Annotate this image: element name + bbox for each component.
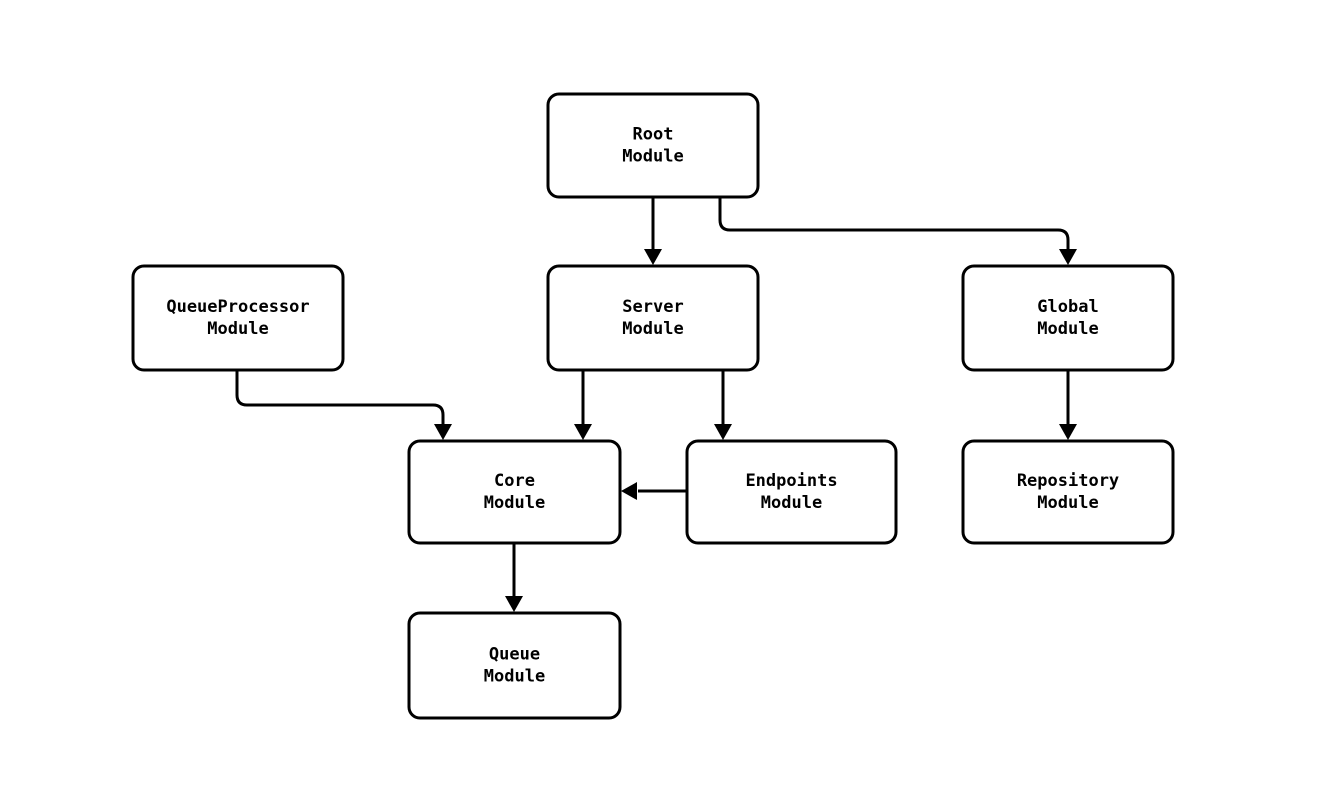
node-label-line1: Global	[1037, 297, 1098, 317]
node-box[interactable]	[407, 611, 622, 720]
node-label-line1: Repository	[1017, 471, 1119, 491]
node-label-line1: Core	[494, 471, 535, 491]
node-label-line2: Module	[622, 319, 683, 339]
node-box[interactable]	[961, 439, 1175, 545]
arrowhead-icon	[1059, 424, 1077, 440]
node-box[interactable]	[961, 264, 1175, 372]
edge-root-to-global	[718, 197, 1077, 265]
edge-server-to-core	[574, 370, 592, 440]
node-label-line2: Module	[622, 147, 683, 167]
node-box[interactable]	[407, 439, 622, 545]
edge-server-to-endpoints	[714, 370, 732, 440]
edge-global-to-repository	[1059, 370, 1077, 440]
edge-endpoints-to-core	[621, 482, 687, 500]
node-label-line1: Server	[622, 297, 683, 317]
node-box[interactable]	[546, 264, 760, 372]
node-label-line2: Module	[1037, 319, 1098, 339]
node-label-line1: Queue	[489, 645, 540, 665]
arrowhead-icon	[621, 482, 637, 500]
node-label-line2: Module	[484, 667, 545, 687]
node-label-line1: Root	[633, 125, 674, 145]
edge-queueprocessor-to-core	[235, 370, 452, 440]
edge-core-to-queue	[505, 543, 523, 612]
node-label-line1: Endpoints	[745, 471, 837, 491]
arrowhead-icon	[1059, 249, 1077, 265]
arrowhead-icon	[434, 424, 452, 440]
edges-layer	[235, 197, 1077, 612]
node-box[interactable]	[685, 439, 898, 545]
node-box[interactable]	[546, 92, 760, 199]
node-label-line2: Module	[207, 319, 268, 339]
node-label-line2: Module	[1037, 493, 1098, 513]
arrowhead-icon	[505, 596, 523, 612]
node-label-line2: Module	[484, 493, 545, 513]
arrowhead-icon	[574, 424, 592, 440]
arrowhead-icon	[714, 424, 732, 440]
arrowhead-icon	[644, 249, 662, 265]
nodes-layer: RootModuleQueueProcessorModuleServerModu…	[131, 92, 1175, 720]
node-label-line1: QueueProcessor	[166, 297, 309, 317]
node-box[interactable]	[131, 264, 345, 372]
edge-line	[235, 370, 445, 425]
node-label-line2: Module	[761, 493, 822, 513]
edge-line	[718, 197, 1070, 250]
edge-root-to-server	[644, 197, 662, 265]
